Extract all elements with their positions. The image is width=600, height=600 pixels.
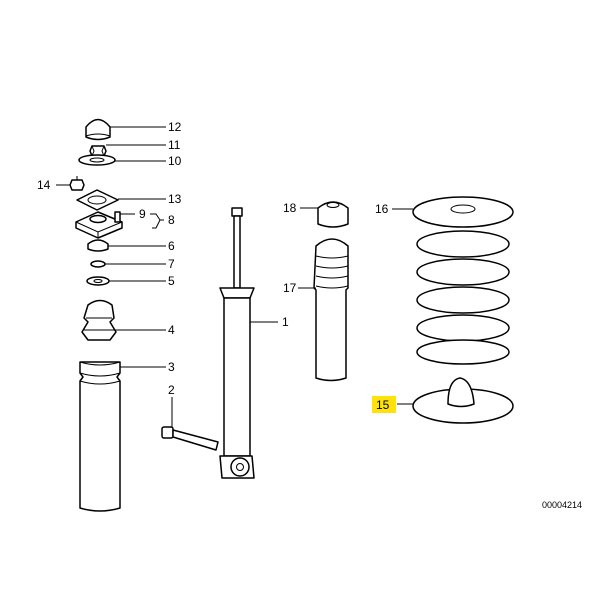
- protective-boot-part-3[interactable]: [79, 361, 121, 512]
- callout-7[interactable]: 7: [168, 257, 175, 271]
- bolt-part-2[interactable]: [161, 426, 219, 451]
- coil-spring: [416, 230, 510, 365]
- nut-part-14[interactable]: [69, 176, 85, 191]
- callout-10[interactable]: 10: [168, 154, 182, 168]
- strut-mount-part-8[interactable]: [75, 211, 123, 239]
- callout-8[interactable]: 8: [168, 213, 175, 227]
- callout-18[interactable]: 18: [283, 201, 297, 215]
- callout-6[interactable]: 6: [168, 239, 175, 253]
- document-id: 00004214: [542, 500, 582, 510]
- callout-12[interactable]: 12: [168, 120, 182, 134]
- washer-part-7[interactable]: [90, 260, 106, 268]
- callout-9[interactable]: 9: [139, 207, 146, 221]
- ring-part-5[interactable]: [86, 276, 110, 286]
- bolt-part-9[interactable]: [114, 211, 121, 223]
- lower-spring-pad-part-15[interactable]: [412, 377, 514, 424]
- shock-absorber-part-1[interactable]: [219, 207, 255, 479]
- callout-4[interactable]: 4: [168, 323, 175, 337]
- callout-13[interactable]: 13: [168, 192, 182, 206]
- bushing-part-6[interactable]: [87, 239, 109, 252]
- callout-3[interactable]: 3: [168, 360, 175, 374]
- upper-spring-pad-part-16[interactable]: [412, 196, 514, 228]
- callout-14[interactable]: 14: [37, 178, 51, 192]
- callout-1[interactable]: 1: [282, 315, 289, 329]
- highlight-callout-15: [372, 396, 396, 413]
- callout-numbers: 12 11 10 14 13 9 8 6 7 5 4 3 2 1 18 17 1…: [37, 120, 390, 412]
- bump-stop-part-4[interactable]: [81, 299, 117, 341]
- callout-15[interactable]: 15: [376, 398, 390, 412]
- support-plate-part-13[interactable]: [76, 189, 119, 211]
- callout-5[interactable]: 5: [168, 274, 175, 288]
- washer-part-10[interactable]: [78, 154, 116, 166]
- protective-cap-part-12[interactable]: [85, 118, 111, 141]
- callout-17[interactable]: 17: [283, 281, 297, 295]
- callout-11[interactable]: 11: [168, 138, 181, 152]
- callout-16[interactable]: 16: [375, 202, 389, 216]
- dust-cover-part-17[interactable]: [313, 238, 349, 382]
- callout-2[interactable]: 2: [168, 383, 175, 397]
- leader-lines: [56, 126, 413, 427]
- cap-part-18[interactable]: [317, 201, 349, 228]
